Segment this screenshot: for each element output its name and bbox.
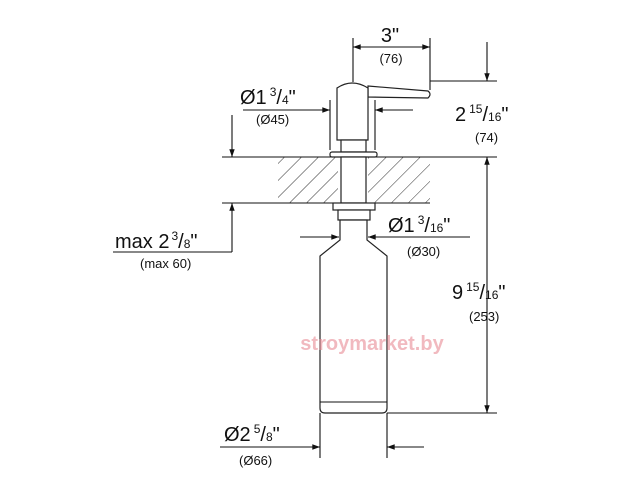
soap-bottle bbox=[319, 219, 388, 414]
dim-metric: (Ø30) bbox=[407, 244, 440, 259]
dim-metric: (253) bbox=[469, 309, 499, 324]
dim-metric: (76) bbox=[379, 51, 402, 66]
dim-metric: (Ø66) bbox=[239, 453, 272, 468]
dim-metric: (max 60) bbox=[140, 256, 191, 271]
dim-label: 3" bbox=[381, 25, 399, 47]
dim-metric: (74) bbox=[475, 130, 498, 145]
dim-lever-width: 3" (76) bbox=[352, 25, 431, 90]
dispenser-pump bbox=[329, 82, 431, 221]
countertop bbox=[222, 156, 497, 204]
dim-metric: (Ø45) bbox=[256, 112, 289, 127]
watermark: stroymarket.by bbox=[300, 333, 444, 355]
